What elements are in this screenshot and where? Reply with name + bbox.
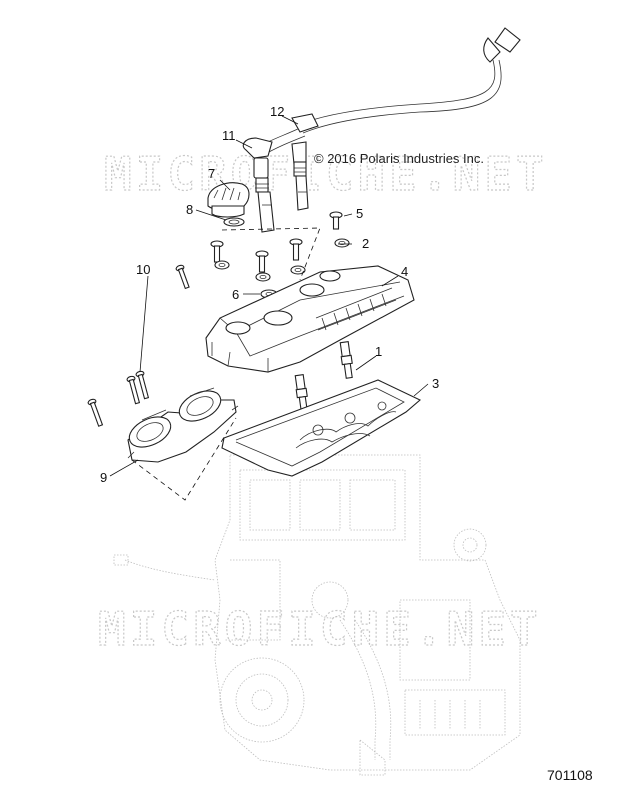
callout-12: 12 bbox=[270, 104, 284, 119]
watermark-bottom: MICROFICHE.NET bbox=[98, 602, 542, 656]
callout-9: 9 bbox=[100, 470, 107, 485]
callout-2: 2 bbox=[362, 236, 369, 251]
diagram-id: 701108 bbox=[547, 767, 593, 783]
callout-5: 5 bbox=[356, 206, 363, 221]
callout-8: 8 bbox=[186, 202, 193, 217]
oil-filler-cap-part-7 bbox=[207, 182, 250, 218]
callout-4: 4 bbox=[401, 264, 408, 279]
washers-part-2 bbox=[214, 238, 350, 282]
leader-lines bbox=[109, 115, 429, 477]
ignition-coils-part-11 bbox=[242, 137, 309, 233]
cover-bolts-part-5 bbox=[210, 211, 343, 273]
callout-7: 7 bbox=[208, 166, 215, 181]
callout-1: 1 bbox=[375, 344, 382, 359]
callout-10: 10 bbox=[136, 262, 150, 277]
intake-bolts-part-10 bbox=[87, 264, 190, 427]
watermark-top: MICROFICHE.NET bbox=[104, 147, 548, 201]
intake-boots-part-9 bbox=[127, 387, 239, 463]
assembly-dash-upper bbox=[221, 227, 321, 281]
vent-hose-part-12 bbox=[255, 27, 521, 157]
engine-block-illustration bbox=[113, 454, 521, 776]
callout-11: 11 bbox=[222, 128, 236, 143]
assembly-dash-intake bbox=[131, 417, 237, 501]
copyright-notice: © 2016 Polaris Industries Inc. bbox=[314, 151, 484, 166]
o-ring-part-8 bbox=[223, 217, 245, 227]
valve-cover-part-4 bbox=[205, 265, 415, 373]
callout-3: 3 bbox=[432, 376, 439, 391]
valve-cover-gasket-part-3 bbox=[221, 379, 422, 477]
callout-6: 6 bbox=[232, 287, 239, 302]
